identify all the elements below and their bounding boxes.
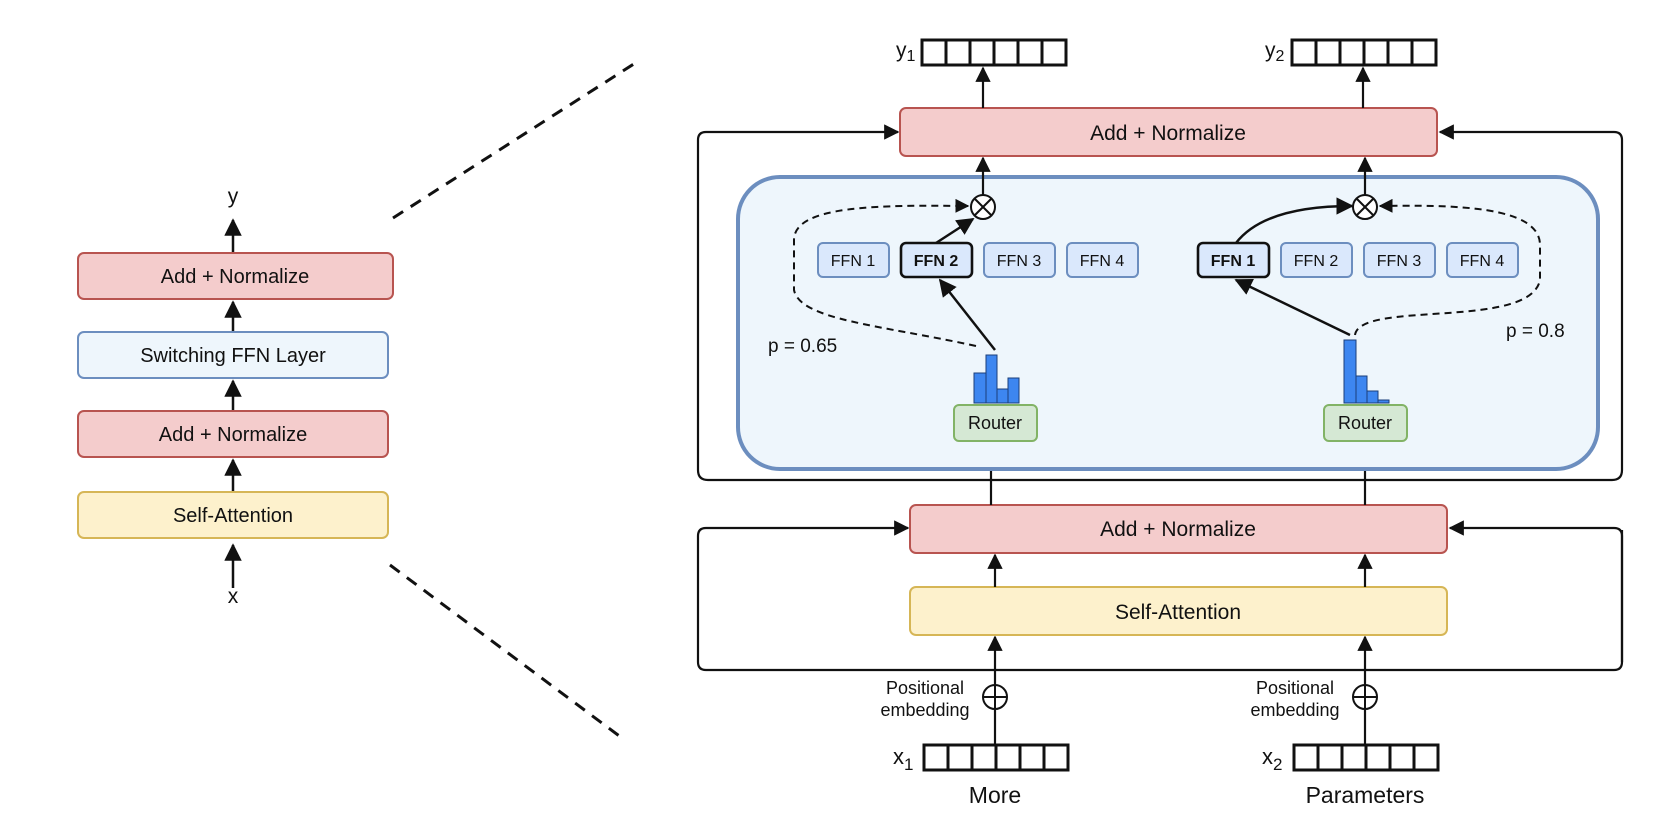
ffn-3-block <box>983 242 1056 278</box>
add-normalize-label: Add + Normalize <box>161 266 309 288</box>
pos-embed-label-1a: Positional <box>886 678 964 698</box>
residual-loop-bottom <box>696 520 1624 672</box>
router-label: Router <box>968 413 1022 433</box>
add-normalize-label: Add + Normalize <box>1090 122 1246 145</box>
output-label-y1: y1 <box>896 39 916 65</box>
router-block <box>1323 404 1408 442</box>
route-arrow <box>1235 197 1354 244</box>
input-label-x1: x1 <box>893 744 913 774</box>
self-attention-block <box>909 586 1448 636</box>
output-label-y2: y2 <box>1265 39 1285 65</box>
add-normalize-block <box>909 504 1448 554</box>
ffn-label: FFN 1 <box>831 253 876 270</box>
self-attention-block <box>77 491 389 539</box>
route-arrow <box>935 217 975 245</box>
input-vector-1 <box>922 743 1070 772</box>
multiply-icon <box>970 194 996 220</box>
ffn-label: FFN 3 <box>1377 253 1422 270</box>
route-arrow <box>1234 278 1351 337</box>
zoom-line-top <box>392 58 641 220</box>
ffn-label: FFN 2 <box>1294 253 1339 270</box>
add-normalize-label: Add + Normalize <box>159 424 307 446</box>
right-panel: x1 More x2 Parameters Positional embeddi… <box>696 38 1624 808</box>
ffn-label: FFN 3 <box>997 253 1042 270</box>
input-label-x: x <box>228 585 239 608</box>
router-distribution-1 <box>973 354 1020 404</box>
ffn-label: FFN 1 <box>1211 253 1256 270</box>
residual-loop-bottom-right <box>1448 520 1624 662</box>
ffn-1-block-selected <box>1196 241 1271 279</box>
self-attention-label: Self-Attention <box>173 505 293 527</box>
output-vector-2 <box>1290 38 1438 67</box>
token-word-2: Parameters <box>1306 782 1425 808</box>
token-word-1: More <box>969 782 1021 808</box>
zoom-line-bottom <box>389 563 623 740</box>
gate-prob-label-2: p = 0.8 <box>1506 321 1565 342</box>
pos-embed-label-2b: embedding <box>1250 700 1339 720</box>
multiply-icon <box>1352 194 1378 220</box>
gate-prob-label-1: p = 0.65 <box>768 336 837 357</box>
pos-embed-label-1b: embedding <box>880 700 969 720</box>
self-attention-label: Self-Attention <box>1115 601 1241 624</box>
input-vector-2 <box>1292 743 1440 772</box>
ffn-label: FFN 4 <box>1080 253 1125 270</box>
add-normalize-label: Add + Normalize <box>1100 518 1256 541</box>
pos-embed-label-2a: Positional <box>1256 678 1334 698</box>
switching-ffn-label: Switching FFN Layer <box>140 345 326 367</box>
ffn-group-2: FFN 1 FFN 2 FFN 3 FFN 4 <box>1196 241 1519 279</box>
gate-prob-path <box>793 198 977 347</box>
router-block <box>953 404 1038 442</box>
ffn-label: FFN 4 <box>1460 253 1505 270</box>
ffn-4-block <box>1066 242 1139 278</box>
router-distribution-2 <box>1343 339 1390 404</box>
switching-ffn-block <box>77 331 389 379</box>
residual-loop-top-right <box>1438 124 1624 470</box>
route-arrow <box>938 278 996 351</box>
add-normalize-block <box>899 107 1438 157</box>
input-label-x2: x2 <box>1262 744 1282 774</box>
output-vector-1 <box>920 38 1068 67</box>
ffn-3-block <box>1363 242 1436 278</box>
add-normalize-block <box>77 410 389 458</box>
residual-loop-top <box>696 124 1624 482</box>
ffn-2-block <box>1280 242 1353 278</box>
ffn-1-block <box>817 242 890 278</box>
add-normalize-block <box>77 252 394 300</box>
left-panel: x y Self-Attention Add + Normalize Switc… <box>77 58 641 740</box>
ffn-4-block <box>1446 242 1519 278</box>
ffn-group-1: FFN 1 FFN 2 FFN 3 FFN 4 <box>817 241 1139 279</box>
router-label: Router <box>1338 413 1392 433</box>
ffn-label: FFN 2 <box>914 253 959 270</box>
switching-ffn-layer <box>736 175 1600 471</box>
output-label-y: y <box>228 185 239 208</box>
gate-prob-path <box>1354 198 1541 336</box>
